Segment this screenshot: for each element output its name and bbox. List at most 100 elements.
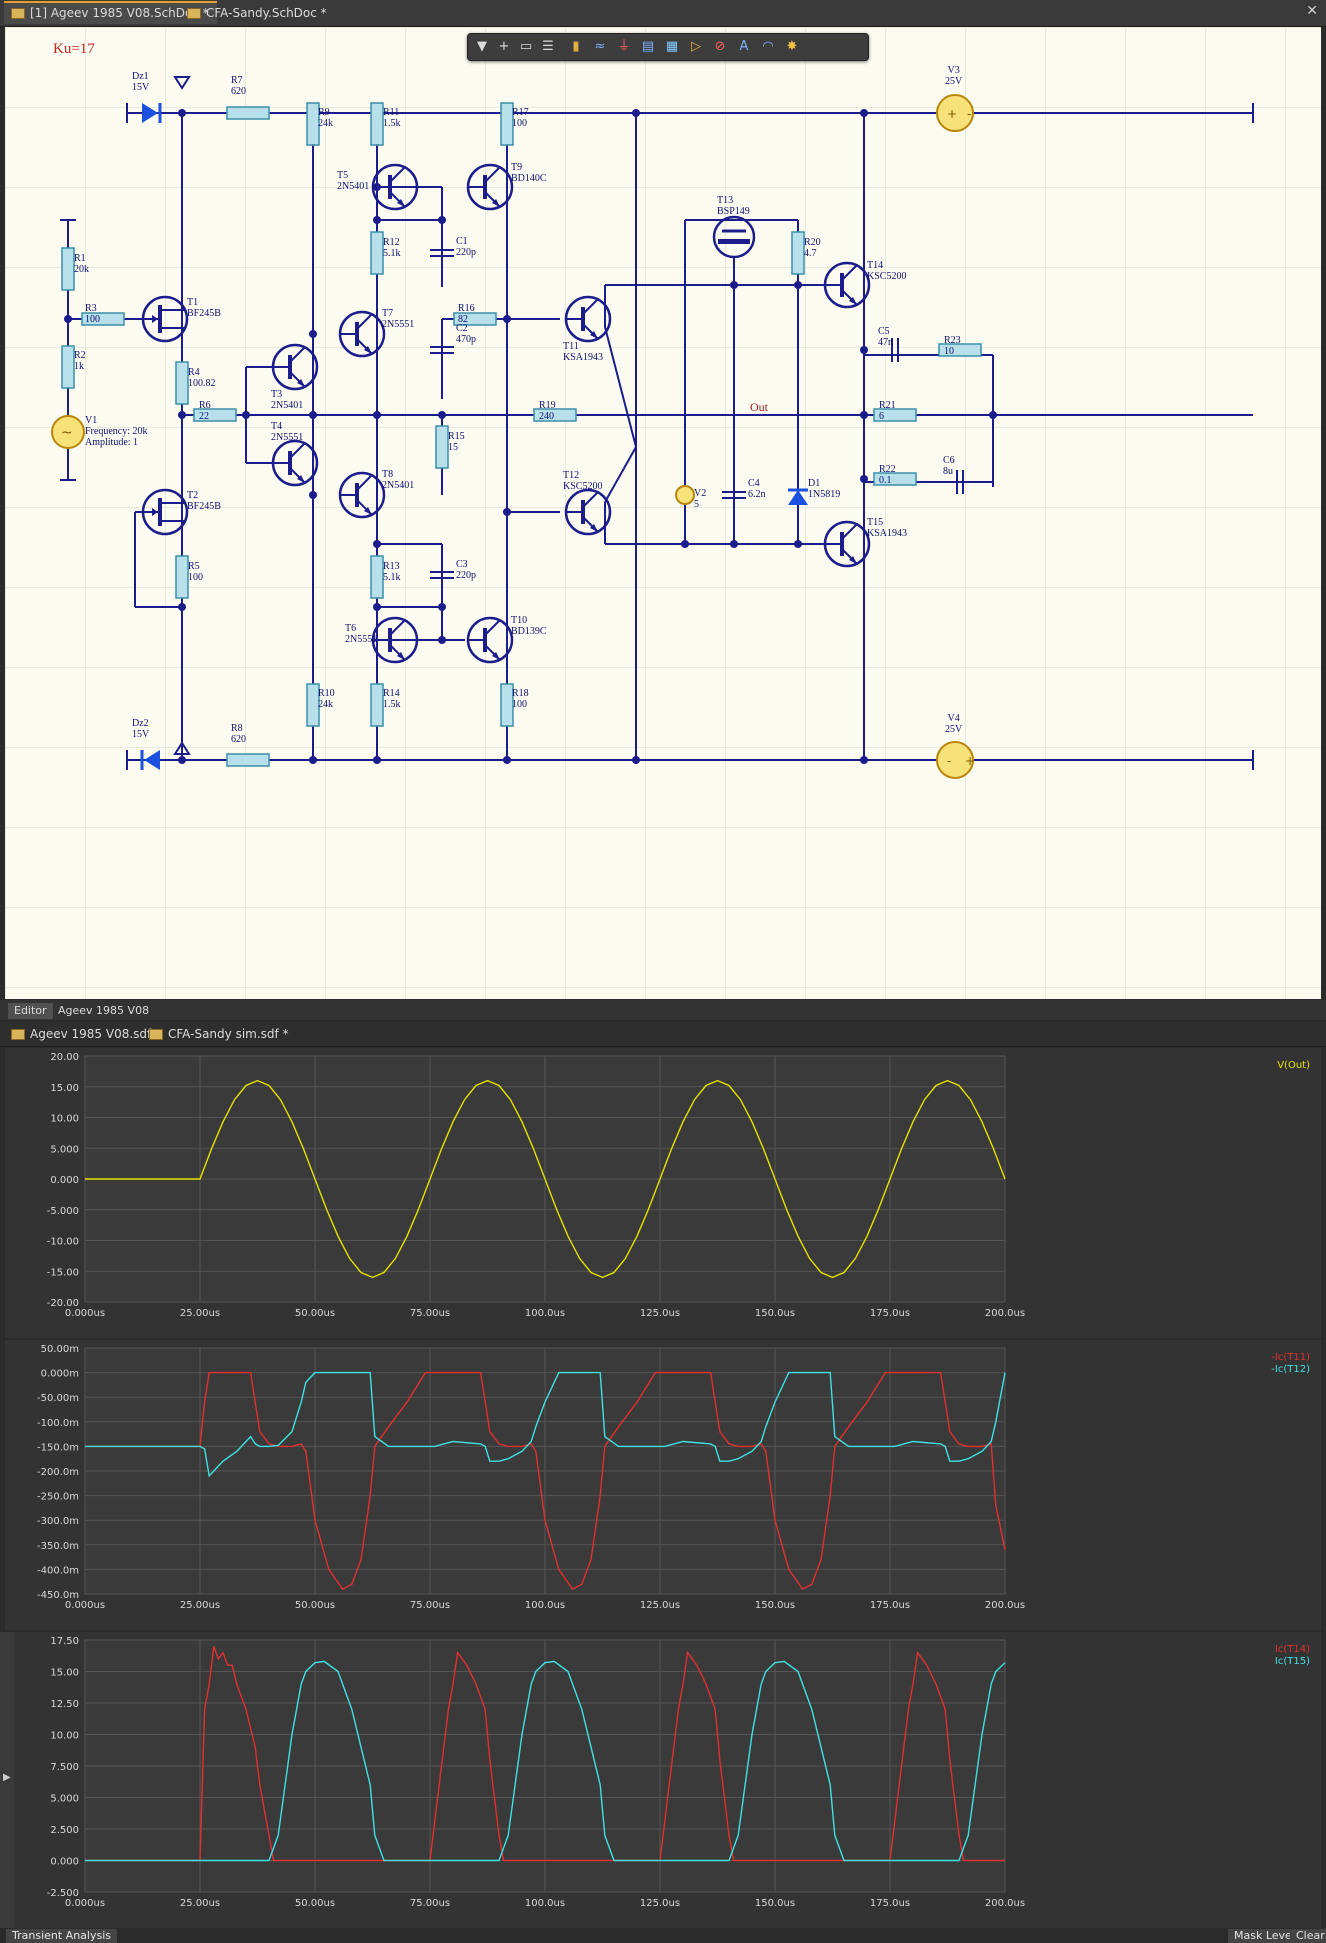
clear-button[interactable]: Clear (1290, 1929, 1326, 1943)
select-icon[interactable]: ▭ (519, 39, 533, 54)
y-tick-label: -10.00 (47, 1237, 79, 1248)
power-port-icon[interactable]: ⏚ (617, 39, 631, 54)
tab-transient-analysis[interactable]: Transient Analysis (6, 1929, 117, 1943)
tab-ageev-sdf[interactable]: Ageev 1985 V08.sdf * (4, 1024, 169, 1045)
legend-entry[interactable]: V(Out) (1277, 1060, 1310, 1071)
tab-cfa-sandy-schdoc[interactable]: CFA-Sandy.SchDoc * (180, 3, 335, 24)
net-label-out[interactable]: Out (750, 400, 768, 414)
wire-icon[interactable]: ≈ (594, 39, 606, 54)
arc-icon[interactable]: ◠ (762, 39, 774, 54)
mask-level-button[interactable]: Mask Level (1228, 1929, 1301, 1943)
crosshair-icon[interactable]: + (498, 39, 510, 54)
component-icon[interactable]: ▮ (572, 39, 580, 54)
y-tick-label: 50.00m (41, 1344, 79, 1355)
sheet-icon[interactable]: ▦ (665, 39, 679, 54)
no-erc-icon[interactable]: ⊘ (714, 39, 726, 54)
component-value: 620 (231, 86, 246, 97)
component-value: 5.1k (383, 572, 401, 583)
legend-entry[interactable]: Ic(T15) (1275, 1656, 1310, 1667)
series-line (85, 1079, 1006, 1279)
legend-entry[interactable]: -Ic(T11) (1271, 1352, 1310, 1363)
component-value: 10 (944, 346, 954, 357)
component-amplitude: Amplitude: 1 (85, 437, 139, 448)
series-line (85, 1646, 1005, 1862)
component-ref: T8 (382, 469, 394, 480)
filter-icon[interactable]: ▼ (477, 39, 487, 54)
panel-collapse-handle[interactable]: ▶ (0, 1632, 14, 1928)
component-ref: R1 (74, 253, 86, 264)
tab-ageev-project[interactable]: Ageev 1985 V08 (58, 1004, 150, 1017)
sun-icon[interactable]: ✸ (786, 39, 798, 54)
component-value: 15 (448, 442, 458, 453)
close-panel-icon[interactable]: ✕ (1306, 3, 1318, 19)
text-icon[interactable]: A (739, 39, 749, 54)
tab-cfa-sandy-sdf[interactable]: CFA-Sandy sim.sdf * (142, 1024, 297, 1045)
tab-ageev-schdoc[interactable]: [1] Ageev 1985 V08.SchDoc * (4, 1, 217, 24)
align-icon[interactable]: ☰ (542, 39, 554, 54)
legend-entry[interactable]: Ic(T14) (1275, 1644, 1310, 1655)
port-icon[interactable]: ▷ (691, 39, 701, 54)
y-tick-label: 0.000m (41, 1369, 79, 1380)
tab-editor[interactable]: Editor (8, 1003, 53, 1019)
legend-entry[interactable]: -Ic(T12) (1271, 1364, 1310, 1375)
y-tick-label: 0.000 (50, 1175, 79, 1186)
bus-icon[interactable]: ▤ (641, 39, 655, 54)
y-tick-label: 10.00 (50, 1114, 79, 1125)
